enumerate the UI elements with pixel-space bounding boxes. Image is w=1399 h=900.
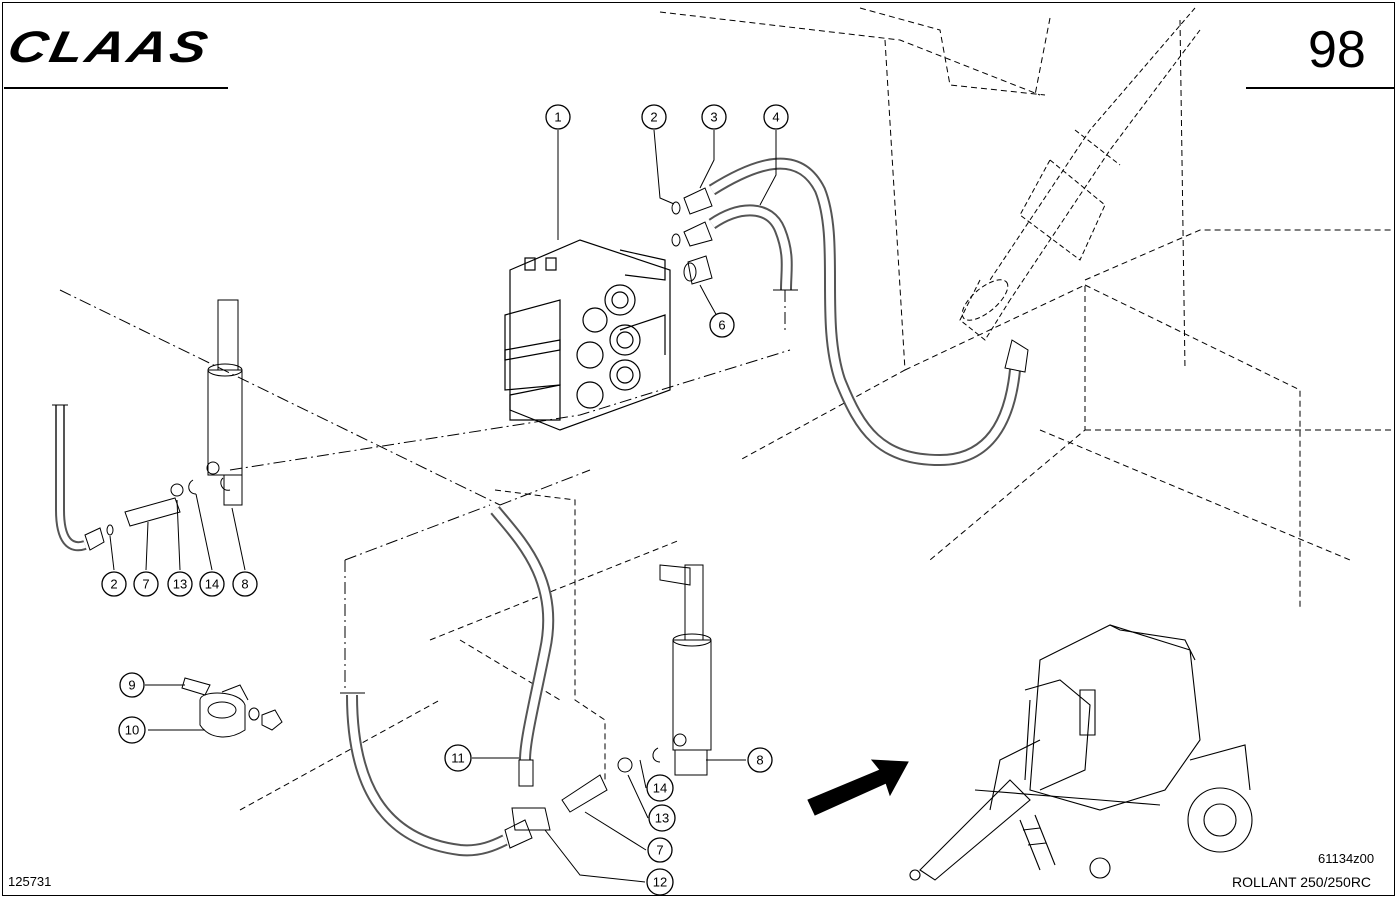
cylinder-lower xyxy=(659,564,712,776)
drawbar-tube-outline xyxy=(959,7,1201,341)
callout-13-left: 13 xyxy=(167,571,193,597)
svg-text:14: 14 xyxy=(205,577,219,592)
callout-12: 12 xyxy=(646,868,674,896)
svg-text:10: 10 xyxy=(125,723,139,738)
svg-text:13: 13 xyxy=(655,811,669,826)
baler-illustration xyxy=(909,624,1253,881)
callout-14-left: 14 xyxy=(199,571,225,597)
svg-text:8: 8 xyxy=(756,753,763,768)
svg-text:13: 13 xyxy=(173,577,187,592)
callout-8-lower: 8 xyxy=(747,747,773,773)
callout-7-left: 7 xyxy=(133,571,159,597)
support-outline xyxy=(239,489,681,811)
fittings-upper xyxy=(671,187,713,285)
callout-10: 10 xyxy=(118,716,146,744)
callout-2-upper: 2 xyxy=(641,104,667,130)
fittings-lower xyxy=(561,747,661,813)
svg-text:8: 8 xyxy=(241,577,248,592)
svg-text:7: 7 xyxy=(142,577,149,592)
svg-text:4: 4 xyxy=(772,110,779,125)
cylinder-upper xyxy=(206,299,243,506)
svg-text:11: 11 xyxy=(451,751,465,766)
callout-leaders xyxy=(109,129,777,883)
callout-11: 11 xyxy=(444,744,472,772)
callout-2-left: 2 xyxy=(101,571,127,597)
catalog-id: 125731 xyxy=(8,874,52,889)
callout-4: 4 xyxy=(763,104,789,130)
pivot-bracket xyxy=(181,677,283,738)
callout-3: 3 xyxy=(701,104,727,130)
callout-8-left: 8 xyxy=(232,571,258,597)
svg-text:7: 7 xyxy=(656,843,663,858)
drawing-id: 61134z00 xyxy=(1318,851,1375,866)
header-rule-right xyxy=(1246,87,1394,89)
direction-arrow-icon xyxy=(807,759,909,816)
svg-text:9: 9 xyxy=(128,678,135,693)
model-name: ROLLANT 250/250RC xyxy=(1232,874,1372,890)
svg-text:6: 6 xyxy=(718,318,725,333)
control-valve-block xyxy=(504,239,671,431)
svg-text:3: 3 xyxy=(710,110,717,125)
leader-lines xyxy=(59,289,791,690)
callout-13-lower: 13 xyxy=(648,804,676,832)
svg-text:12: 12 xyxy=(653,875,667,890)
page-number: 98 xyxy=(1308,21,1366,79)
callout-6: 6 xyxy=(709,312,735,338)
callout-1: 1 xyxy=(545,104,571,130)
svg-text:2: 2 xyxy=(110,577,117,592)
machine-frame-outline xyxy=(659,7,1395,610)
callout-9: 9 xyxy=(119,672,145,698)
callout-14-lower: 14 xyxy=(646,774,674,802)
callout-7-lower: 7 xyxy=(647,837,673,863)
header-rule-left xyxy=(4,87,228,89)
pipe-assembly-upper xyxy=(52,404,197,552)
svg-text:2: 2 xyxy=(650,110,657,125)
hose-lower xyxy=(346,694,508,857)
svg-text:1: 1 xyxy=(554,110,561,125)
svg-text:14: 14 xyxy=(653,781,667,796)
